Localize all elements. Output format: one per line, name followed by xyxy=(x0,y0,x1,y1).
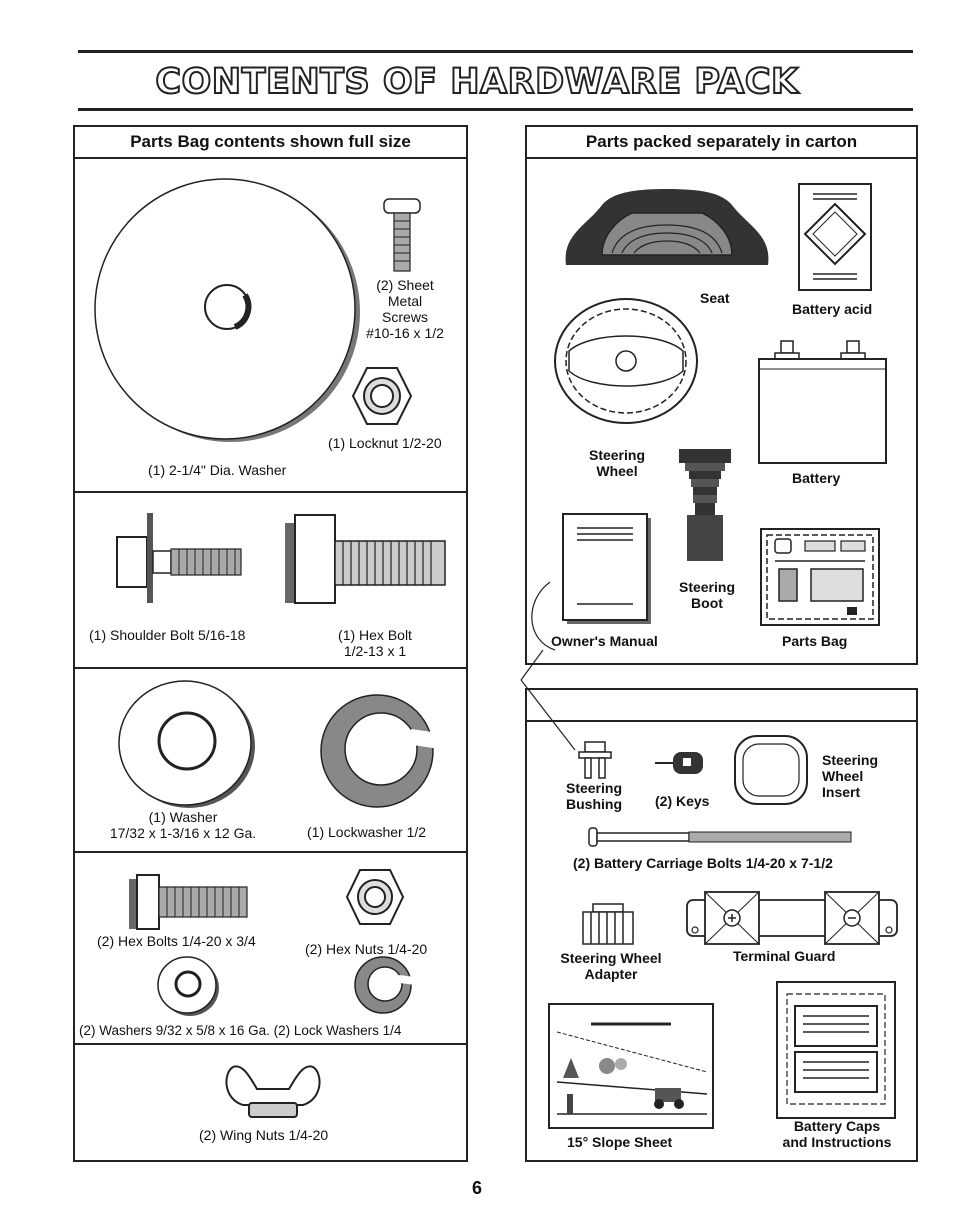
additional-parts-heading xyxy=(527,690,916,722)
wheel-adapter-label: Steering Wheel Adapter xyxy=(560,950,662,982)
additional-parts-panel: Steering Bushing (2) Keys Steering Wheel… xyxy=(525,688,918,1162)
section-bolts: (1) Shoulder Bolt 5/16-18 (1) Hex Bolt 1… xyxy=(75,493,466,669)
section-wing-nuts: (2) Wing Nuts 1/4-20 xyxy=(75,1045,466,1160)
parts-bag-icon xyxy=(760,528,880,626)
wing-nuts-label: (2) Wing Nuts 1/4-20 xyxy=(199,1127,329,1143)
hex-nut-icon xyxy=(345,869,405,925)
slope-sheet-label: 15° Slope Sheet xyxy=(567,1134,673,1150)
section-washer-screws: (2) Sheet Metal Screws #10-16 x 1/2 (1) … xyxy=(75,157,466,493)
carton-parts-heading: Parts packed separately in carton xyxy=(527,127,916,159)
locknut-label: (1) Locknut 1/2-20 xyxy=(328,435,442,451)
screws-label: (2) Sheet Metal Screws #10-16 x 1/2 xyxy=(366,277,444,341)
battery-caps-icon xyxy=(776,981,896,1119)
seat-icon xyxy=(565,189,769,265)
steering-wheel-icon xyxy=(554,298,698,424)
lock-washer-icon xyxy=(354,956,415,1014)
slope-sheet-icon xyxy=(548,1003,714,1129)
wheel-insert-label: Steering Wheel Insert xyxy=(822,752,879,800)
battery-icon xyxy=(758,340,887,464)
washers-lockwashers-label: (2) Washers 9/32 x 5/8 x 16 Ga. (2) Lock… xyxy=(79,1023,402,1038)
hex-bolt-icon xyxy=(285,514,446,604)
washer-icon xyxy=(118,680,255,808)
steering-wheel-label: Steering Wheel xyxy=(588,447,645,479)
small-hex-bolt-icon xyxy=(129,874,248,930)
page-title: CONTENTS OF HARDWARE PACK xyxy=(154,61,799,103)
shoulder-bolt-icon xyxy=(116,513,242,603)
top-rule xyxy=(78,50,913,53)
section-small-hardware: (2) Hex Bolts 1/4-20 x 3/4 (2) Hex Nuts … xyxy=(75,853,466,1045)
wheel-insert-icon xyxy=(734,735,808,805)
steering-bushing-label: Steering Bushing xyxy=(565,780,622,812)
page-number: 6 xyxy=(471,1178,482,1198)
section-washers: (1) Washer 17/32 x 1-3/16 x 12 Ga. (1) L… xyxy=(75,669,466,853)
owners-manual-icon xyxy=(562,513,651,624)
carriage-bolt-icon xyxy=(588,827,852,847)
steering-bushing-icon xyxy=(578,741,612,779)
steering-boot-icon xyxy=(679,449,731,561)
battery-acid-icon xyxy=(798,183,872,291)
battery-acid-label: Battery acid xyxy=(792,301,873,317)
parts-bag-panel: Parts Bag contents shown full size (2) S… xyxy=(73,125,468,1162)
battery-caps-label: Battery Caps and Instructions xyxy=(782,1118,892,1150)
washer-label: (1) Washer 17/32 x 1-3/16 x 12 Ga. xyxy=(109,809,257,841)
terminal-guard-label: Terminal Guard xyxy=(733,948,836,964)
hex-nuts-label: (2) Hex Nuts 1/4-20 xyxy=(305,941,428,957)
parts-bag-heading: Parts Bag contents shown full size xyxy=(75,127,466,159)
wheel-adapter-icon xyxy=(582,903,634,945)
title-rule xyxy=(78,108,913,111)
parts-bag-label: Parts Bag xyxy=(782,633,848,649)
large-washer-icon xyxy=(94,178,360,442)
big-washer-label: (1) 2-1/4" Dia. Washer xyxy=(148,462,287,478)
carriage-bolts-label: (2) Battery Carriage Bolts 1/4-20 x 7-1/… xyxy=(573,855,833,871)
wing-nut-icon xyxy=(225,1065,321,1118)
small-washer-icon xyxy=(157,956,219,1016)
owners-manual-label: Owner's Manual xyxy=(551,633,658,649)
keys-label: (2) Keys xyxy=(655,793,710,809)
terminal-guard-icon xyxy=(686,891,898,945)
key-icon xyxy=(655,752,703,774)
steering-boot-label: Steering Boot xyxy=(678,579,735,611)
shoulder-bolt-label: (1) Shoulder Bolt 5/16-18 xyxy=(89,627,246,643)
hex-bolts-label: (2) Hex Bolts 1/4-20 x 3/4 xyxy=(97,933,256,949)
connector-arc xyxy=(520,581,576,751)
sheet-metal-screw-icon xyxy=(383,198,421,272)
hex-bolt-label: (1) Hex Bolt 1/2-13 x 1 xyxy=(338,627,412,659)
seat-label: Seat xyxy=(700,290,730,306)
locknut-icon xyxy=(351,367,413,425)
lockwasher-icon xyxy=(320,694,439,808)
battery-label: Battery xyxy=(792,470,841,486)
carton-parts-panel: Parts packed separately in carton Seat B… xyxy=(525,125,918,665)
lockwasher-label: (1) Lockwasher 1/2 xyxy=(307,824,427,840)
